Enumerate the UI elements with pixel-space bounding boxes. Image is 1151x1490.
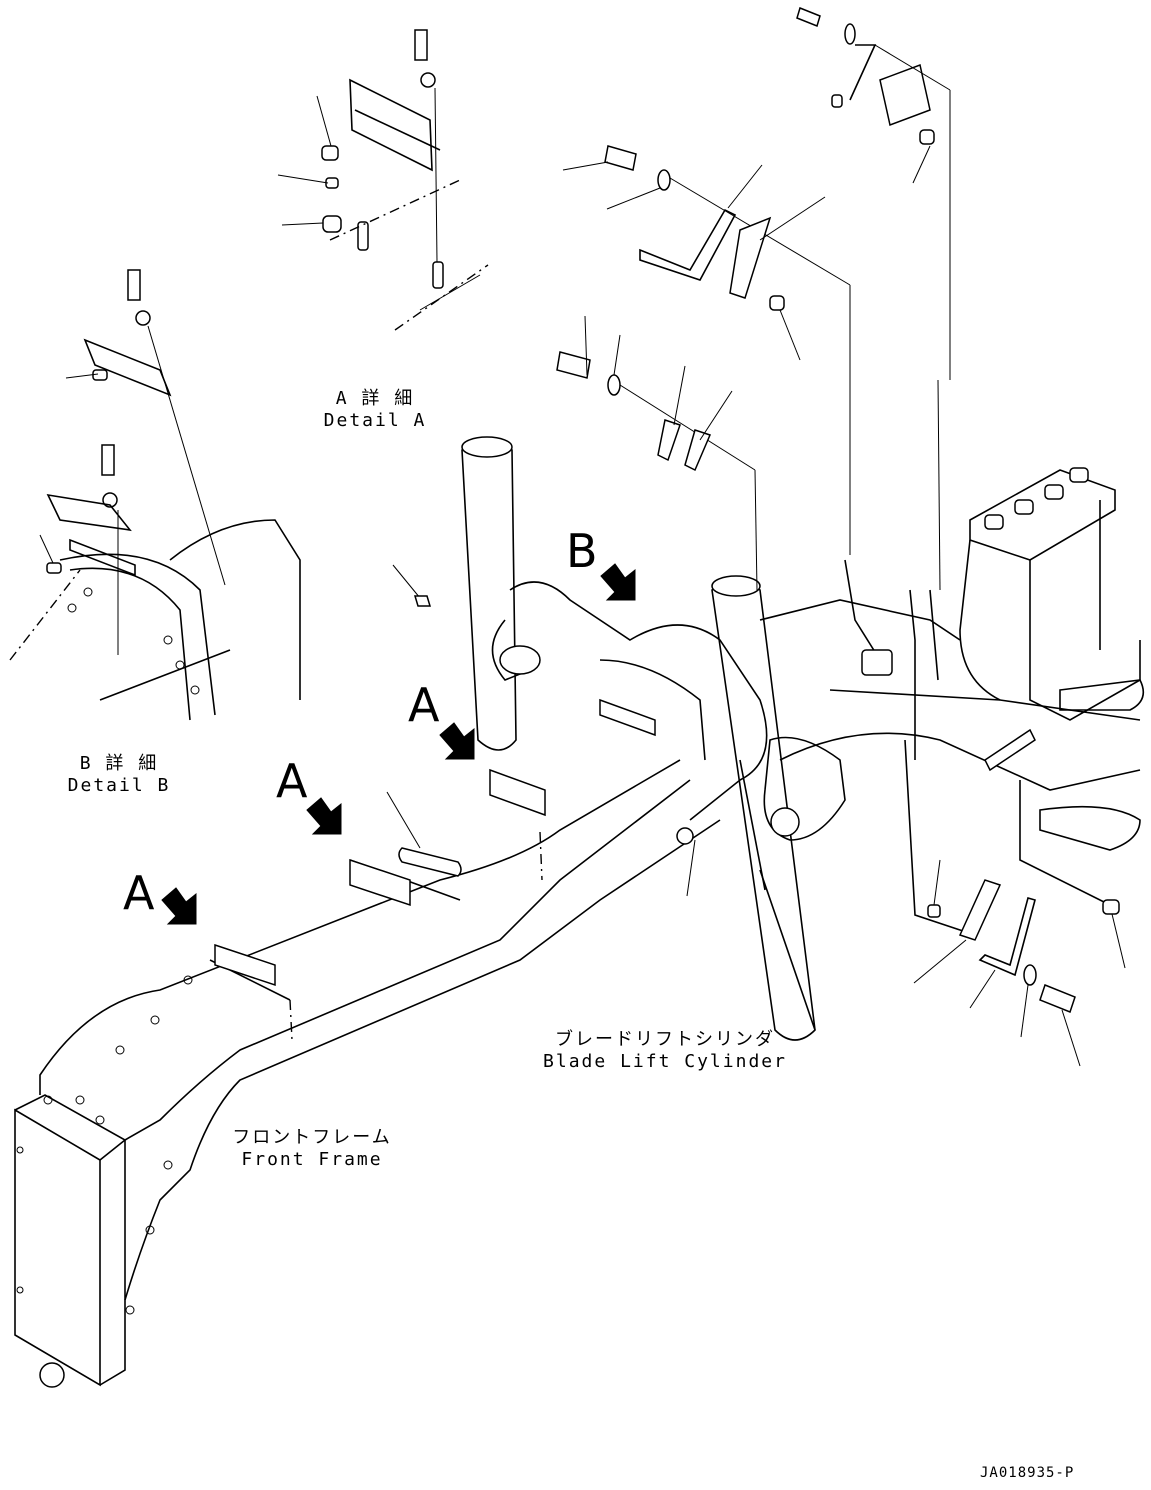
view-marker-a-3: A (408, 678, 440, 732)
blade-lift-cylinder-caption: ブレードリフトシリンダ Blade Lift Cylinder (540, 1029, 790, 1073)
blade-lift-jp-label: ブレードリフトシリンダ (555, 1029, 775, 1050)
detail-b-en-label: Detail B (67, 775, 171, 796)
detail-b-drawing (9, 269, 301, 721)
front-frame-caption: フロントフレーム Front Frame (232, 1127, 392, 1171)
detail-b-jp-label: B 詳 細 (79, 753, 159, 774)
blade-lift-en-label: Blade Lift Cylinder (543, 1051, 787, 1072)
view-marker-a-1: A (123, 866, 155, 920)
blade-lift-cylinder-drawing (461, 436, 816, 1041)
arrow-a-1 (161, 887, 197, 925)
arrow-b (600, 563, 636, 601)
clamp-exploded-drawing (556, 6, 951, 591)
lower-right-exploded-drawing (913, 859, 1126, 1067)
front-frame-jp-label: フロントフレーム (232, 1127, 392, 1148)
view-arrows (161, 563, 636, 925)
view-marker-b: B (566, 524, 598, 578)
front-frame-en-label: Front Frame (241, 1149, 383, 1170)
center-assembly-drawing (392, 564, 846, 841)
rear-frame-drawing (759, 467, 1145, 936)
detail-b-caption: B 詳 細 Detail B (64, 753, 174, 797)
detail-a-drawing (277, 29, 489, 331)
detail-a-en-label: Detail A (323, 410, 427, 431)
detail-a-jp-label: A 詳 細 (335, 388, 415, 409)
arrow-a-2 (306, 797, 342, 835)
front-frame-drawing (14, 759, 721, 1388)
arrow-a-3 (439, 722, 475, 760)
detail-a-caption: A 詳 細 Detail A (320, 388, 430, 432)
drawing-code: JA018935-P (980, 1465, 1075, 1481)
view-marker-a-2: A (276, 754, 308, 808)
